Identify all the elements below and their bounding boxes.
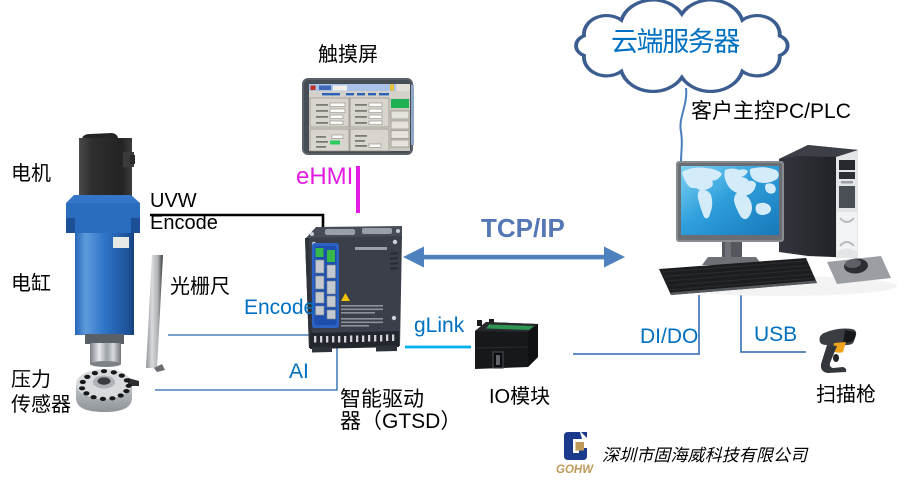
svg-text:GOHW: GOHW <box>556 464 594 476</box>
